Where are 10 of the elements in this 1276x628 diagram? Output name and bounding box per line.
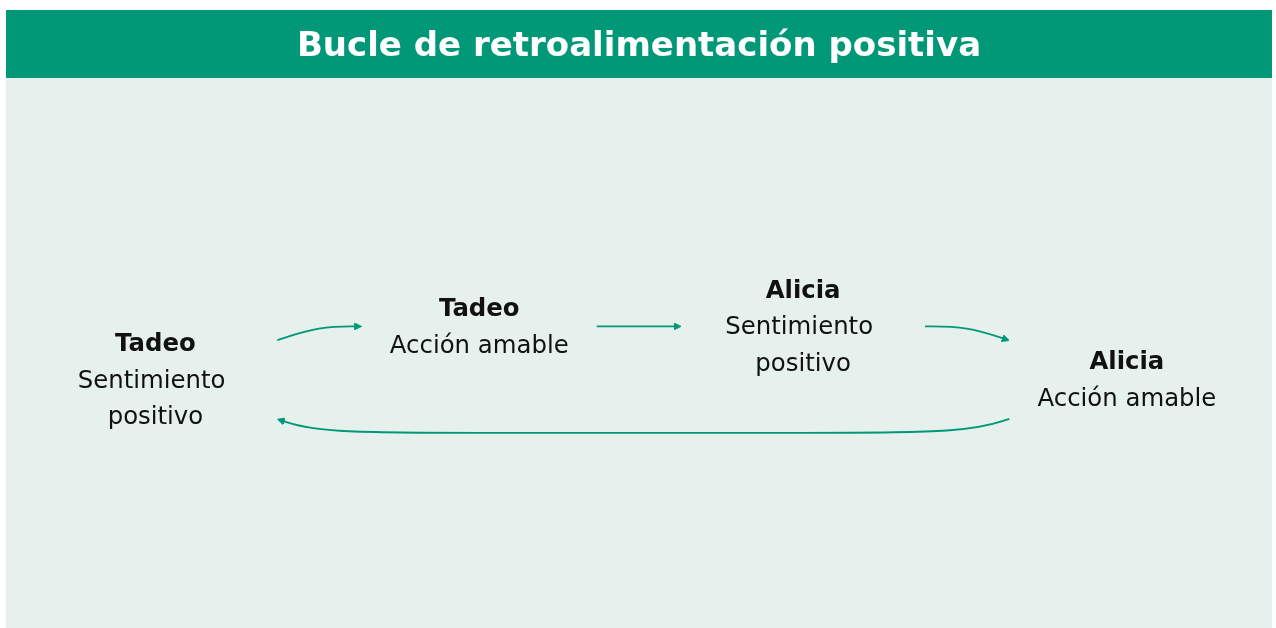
node-text: Tadeo Sentimiento positivo <box>77 328 226 430</box>
arrow <box>276 322 363 341</box>
arrow <box>595 322 682 331</box>
node-text: Alicia Sentimiento positivo <box>725 275 874 377</box>
node-text: Alicia Acción amable <box>1037 346 1217 412</box>
node-text: Tadeo Acción amable <box>389 293 569 359</box>
diagram-panel: Tadeo Sentimiento positivo Alicia Acción amable Tadeo Acción amable Alicia Sentimiento positivo <box>6 78 1272 628</box>
arrow <box>276 417 1011 434</box>
arrow <box>924 325 1010 342</box>
title-banner: Bucle de retroalimentación positiva <box>6 10 1272 78</box>
